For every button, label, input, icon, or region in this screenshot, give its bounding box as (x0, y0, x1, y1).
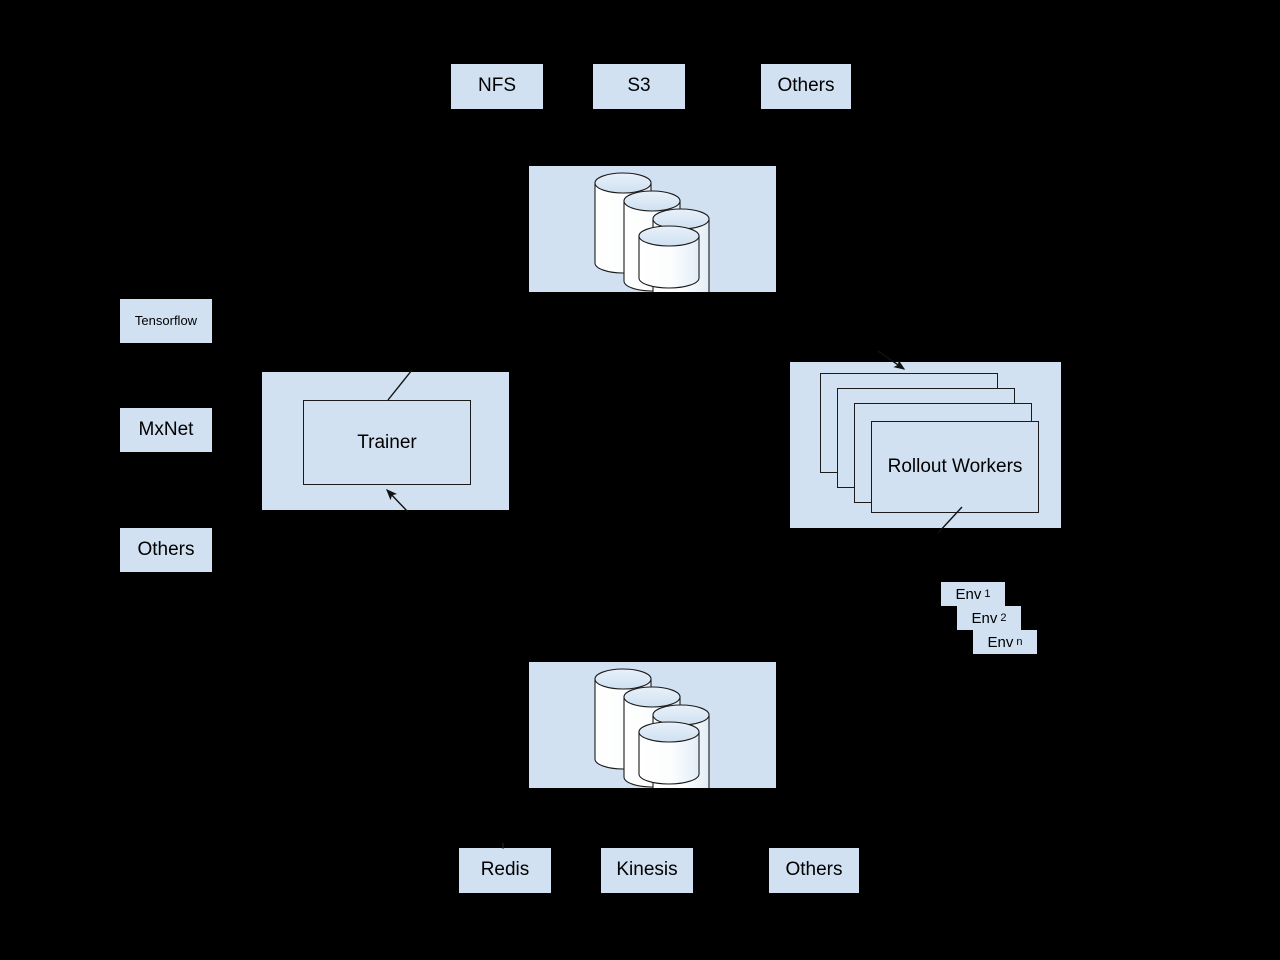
env-box-2-label: Env (971, 609, 998, 627)
node-mxnet-label: MxNet (138, 418, 194, 440)
node-nfs-label: NFS (478, 75, 516, 97)
node-mxnet[interactable]: MxNet (120, 408, 212, 452)
env-box-2-index: 2 (1000, 612, 1007, 624)
node-streaming-others-label: Others (785, 859, 843, 881)
node-framework-others-label: Others (137, 538, 195, 560)
datastore-top-panel (529, 166, 776, 292)
node-kinesis-label: Kinesis (616, 859, 678, 881)
env-box-n-label: Env (987, 633, 1014, 651)
node-kinesis[interactable]: Kinesis (601, 848, 693, 893)
rollout-workers-label: Rollout Workers (887, 456, 1023, 477)
node-nfs[interactable]: NFS (451, 64, 543, 109)
node-streaming-others[interactable]: Others (769, 848, 859, 893)
env-box-1-index: 1 (984, 588, 991, 600)
node-tensorflow[interactable]: Tensorflow (120, 299, 212, 343)
node-redis[interactable]: Redis (459, 848, 551, 893)
node-s3[interactable]: S3 (593, 64, 685, 109)
env-box-n-index: n (1016, 636, 1023, 648)
trainer-box[interactable]: Trainer (303, 400, 471, 485)
node-storage-others-label: Others (777, 75, 835, 97)
node-tensorflow-label: Tensorflow (134, 312, 198, 328)
node-storage-others[interactable]: Others (761, 64, 851, 109)
node-s3-label: S3 (627, 75, 651, 97)
rollout-worker-card-4[interactable]: Rollout Workers (871, 421, 1039, 513)
datastore-bottom-panel (529, 662, 776, 788)
node-framework-others[interactable]: Others (120, 528, 212, 572)
node-redis-label: Redis (480, 859, 530, 881)
env-box-1-label: Env (955, 585, 982, 603)
trainer-label: Trainer (357, 431, 417, 453)
